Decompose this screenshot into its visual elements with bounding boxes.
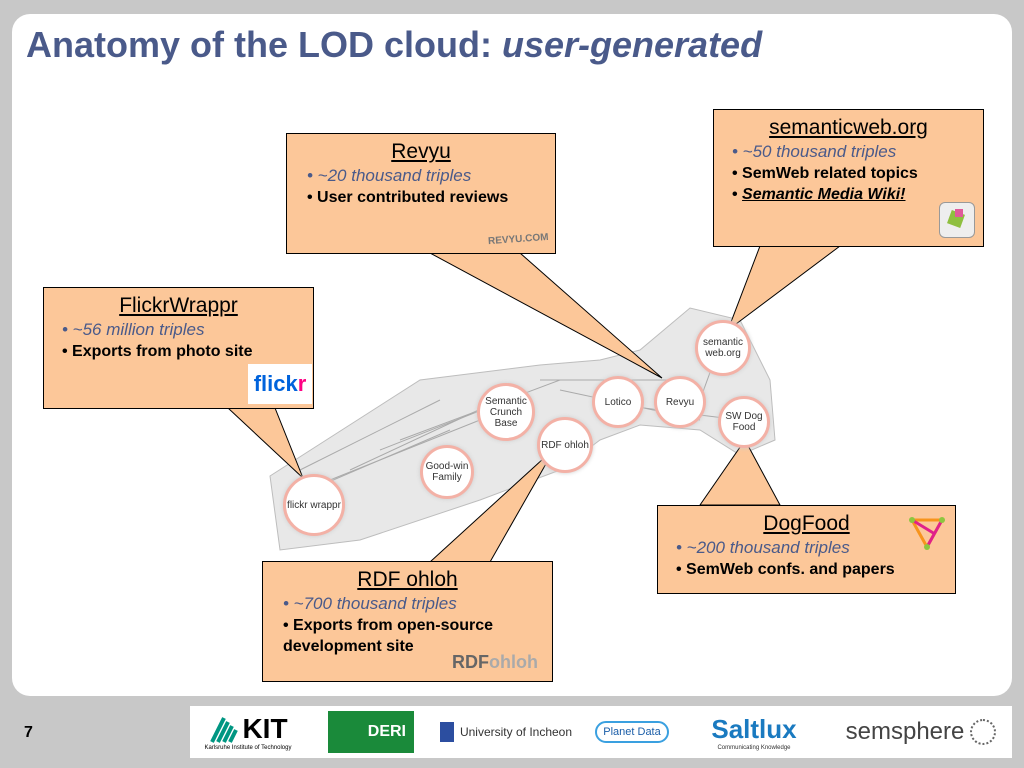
page-number: 7 [24,724,33,741]
callout-heading: FlickrWrappr [119,294,238,317]
node-revyu: Revyu [654,376,706,428]
revyu-logo: REVYU.COM [488,231,550,248]
callout-flickrwrappr: FlickrWrappr • ~56 million triples • Exp… [43,287,314,409]
saltlux-logo: Saltlux Communicating Knowledge [711,713,797,751]
callout-line: • ~700 thousand triples [283,594,457,613]
callout-revyu: Revyu • ~20 thousand triples • User cont… [286,133,556,254]
node-lotico: Lotico [592,376,644,428]
node-rdf-ohloh: RDF ohloh [537,417,593,473]
callout-heading: semanticweb.org [769,116,928,139]
planet-data-logo: Planet Data [592,706,672,758]
callout-line: • ~20 thousand triples [307,166,472,185]
callout-line: • Exports from open-source [283,617,494,634]
node-semanticweb: semantic web.org [695,320,751,376]
callout-heading: Revyu [391,140,451,163]
callout-line: • Semantic Media Wiki! [732,186,906,203]
semsphere-logo: semsphere [836,706,1006,758]
node-semantic-crunch-base: Semantic Crunch Base [477,383,535,441]
callout-semanticweb: semanticweb.org • ~50 thousand triples •… [713,109,984,247]
callout-heading: RDF ohloh [357,568,458,591]
callout-line: • Exports from photo site [62,343,253,360]
callout-line: • SemWeb related topics [732,165,918,182]
callout-line: • ~50 thousand triples [732,142,897,161]
semsphere-globe-icon [970,719,997,745]
callout-rdf-ohloh: RDF ohloh • ~700 thousand triples • Expo… [262,561,553,682]
kit-logo: KIT Karlsruhe Institute of Technology [204,713,292,751]
callout-heading: DogFood [763,512,850,535]
deri-logo: DERI [328,706,414,758]
callout-dogfood: DogFood • ~200 thousand triples • SemWeb… [657,505,956,594]
university-of-incheon-logo: University of Incheon [426,706,586,758]
callout-line: • ~200 thousand triples [676,538,850,557]
node-goodwin-family: Good-win Family [420,445,474,499]
dogfood-logo-icon [909,517,945,551]
slide-title: Anatomy of the LOD cloud: user-generated [26,24,763,65]
partner-logos-bar: KIT Karlsruhe Institute of Technology DE… [190,706,1012,758]
callout-line: • ~56 million triples [62,320,205,339]
semantic-media-wiki-link[interactable]: Semantic Media Wiki! [742,186,906,203]
semantic-media-wiki-icon [939,202,975,238]
callout-line: • User contributed reviews [307,189,509,206]
callout-line: • SemWeb confs. and papers [676,561,895,578]
node-flickr-wrappr: flickr wrappr [283,474,345,536]
node-sw-dog-food: SW Dog Food [718,396,770,448]
callout-line: development site [283,638,414,655]
kit-emblem-icon [210,717,239,743]
rdf-ohloh-logo: RDFohloh [452,652,538,672]
